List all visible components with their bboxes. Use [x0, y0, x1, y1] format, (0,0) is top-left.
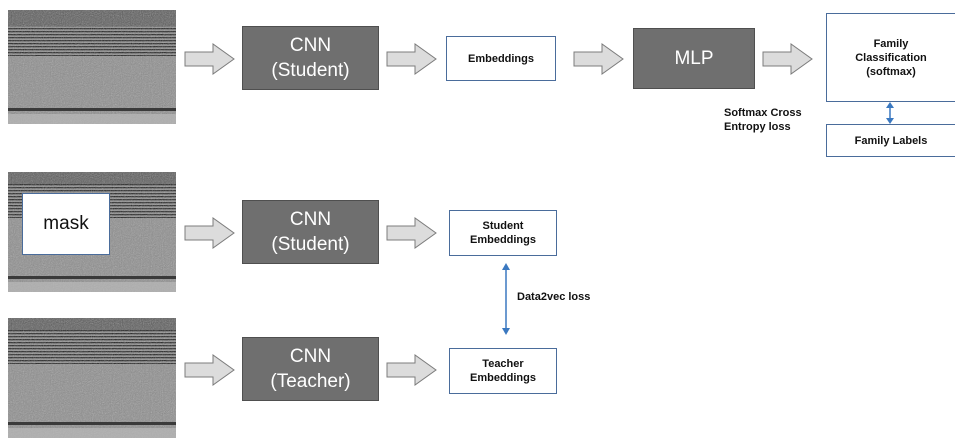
block-arrow-3 [573, 43, 624, 75]
block-arrow-8 [386, 354, 437, 386]
teacher-embeddings-label: Teacher Embeddings [469, 358, 536, 384]
input-image-3 [8, 318, 176, 438]
cnn-student-label-2: CNN (Student) [271, 209, 350, 255]
cnn-teacher-box: CNN (Teacher) [242, 337, 379, 401]
softmax-loss-label: Softmax Cross Entropy loss [724, 107, 802, 133]
mlp-label: MLP [674, 48, 714, 69]
block-arrow-7 [184, 354, 235, 386]
mask-label: mask [43, 213, 89, 234]
block-arrow-2 [386, 43, 437, 75]
input-image-3-svg [8, 318, 176, 438]
data2vec-loss-arrow [502, 263, 510, 335]
cnn-teacher-label: CNN (Teacher) [270, 346, 351, 392]
student-embeddings-label: Student Embeddings [469, 220, 536, 246]
embeddings-label: Embeddings [467, 52, 534, 65]
family-labels-label: Family Labels [854, 134, 928, 147]
data2vec-loss-label: Data2vec loss [517, 291, 591, 303]
block-arrow-5 [184, 217, 235, 249]
family-classification-box: Family Classification (softmax) [826, 13, 955, 102]
teacher-embeddings-box: Teacher Embeddings [449, 348, 557, 394]
block-arrow-6 [386, 217, 437, 249]
block-arrow-1 [184, 43, 235, 75]
cnn-student-box-2: CNN (Student) [242, 200, 379, 264]
family-classification-label: Family Classification (softmax) [855, 37, 927, 78]
softmax-loss-arrow [886, 102, 894, 124]
embeddings-box: Embeddings [446, 36, 556, 81]
input-image-1 [8, 10, 176, 124]
mlp-box: MLP [633, 28, 755, 89]
block-arrow-4 [762, 43, 813, 75]
cnn-student-box-1: CNN (Student) [242, 26, 379, 90]
family-labels-box: Family Labels [826, 124, 955, 157]
cnn-student-label-1: CNN (Student) [271, 35, 350, 81]
input-image-1-svg [8, 10, 176, 124]
mask-box: mask [22, 193, 110, 255]
student-embeddings-box: Student Embeddings [449, 210, 557, 256]
